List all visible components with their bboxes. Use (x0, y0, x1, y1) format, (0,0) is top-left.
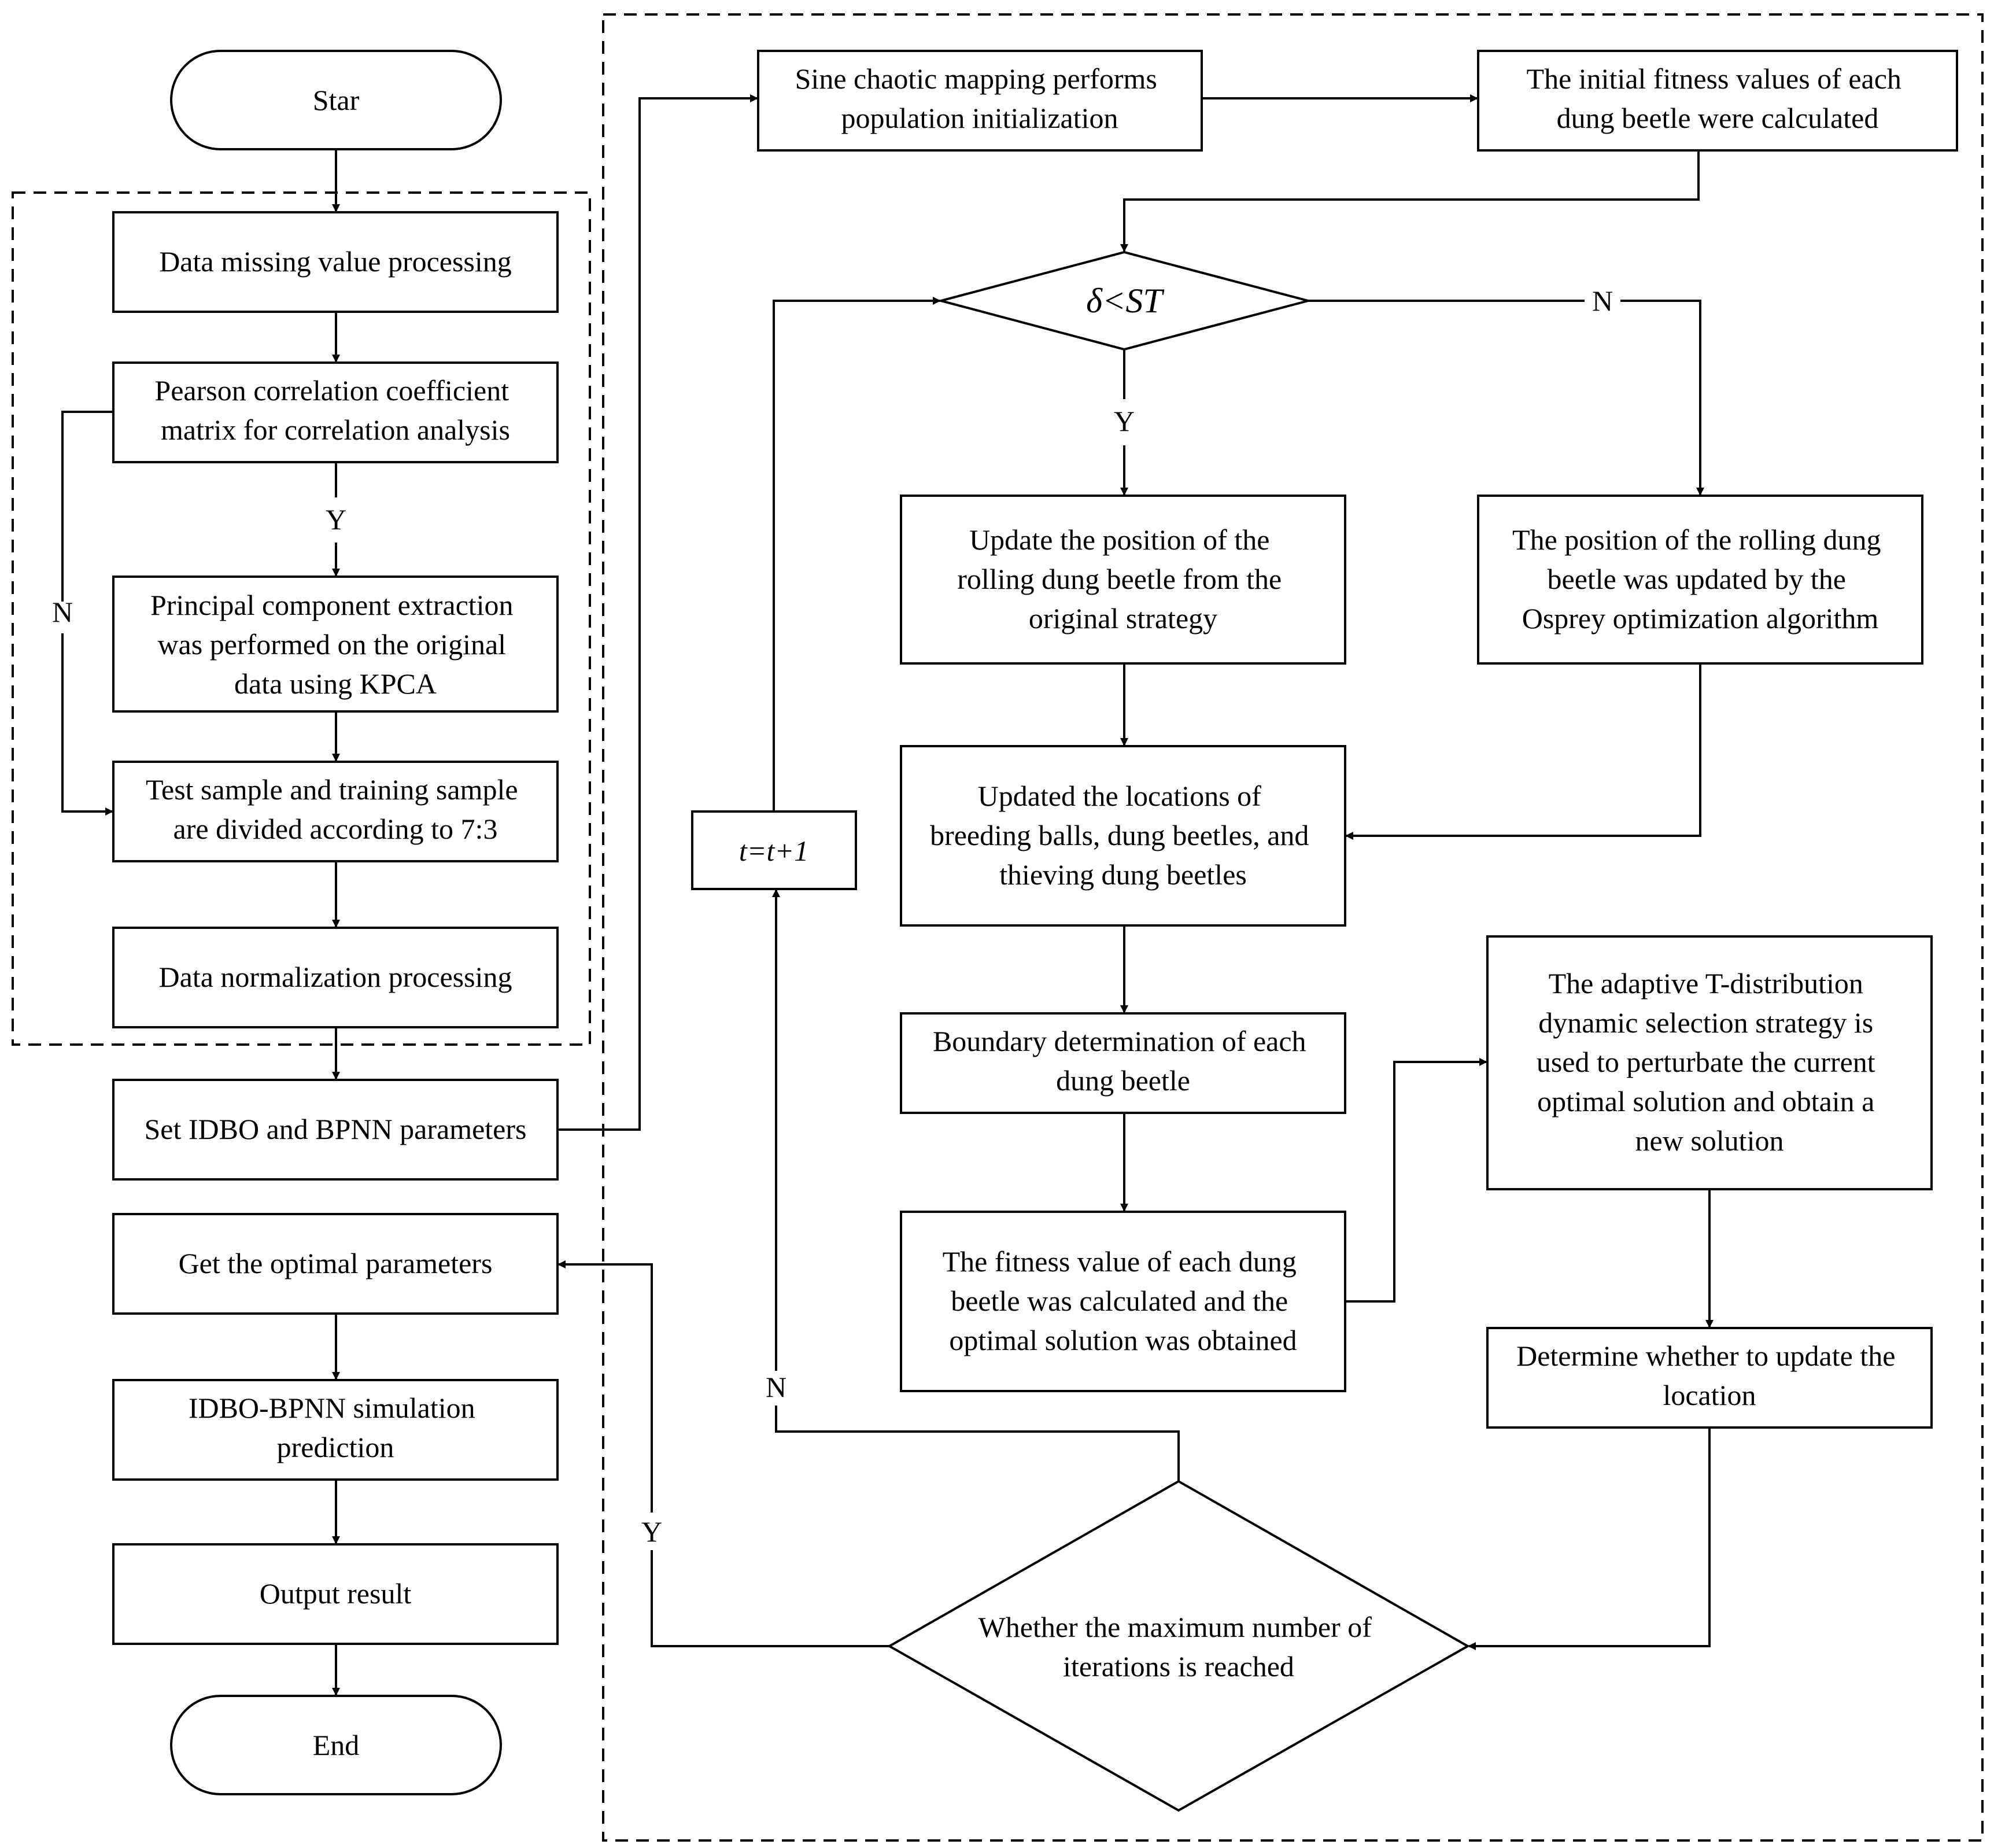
arrow-determine-to-max (1468, 1428, 1711, 1650)
decision-max-iterations-text: Whether the maximum number of iterations… (978, 1611, 1379, 1683)
arrow-setparams-to-sine (557, 94, 758, 1131)
preprocessing-group-frame (12, 191, 591, 1046)
output-result-box (112, 1543, 559, 1645)
idbo-optimization-group-frame (602, 13, 1984, 1842)
sine-init-box (757, 50, 1203, 152)
t-distribution-box (1486, 935, 1933, 1190)
arrow-pearson-no-branch (61, 411, 113, 602)
counter-text: t=t+1 (739, 835, 808, 867)
decision-max-iterations (887, 1480, 1471, 1812)
missing-value-box (112, 211, 559, 313)
prediction-text: IDBO-BPNN simulation prediction (189, 1392, 482, 1463)
decision-delta-st-text: δ<ST (1086, 282, 1164, 320)
max-no-label: N (766, 1371, 786, 1403)
boundary-box (900, 1012, 1346, 1114)
arrow-initfit-to-decision (1120, 150, 1700, 252)
start-label: Star (313, 84, 360, 116)
t-distribution-text: The adaptive T-distribution dynamic sele… (1537, 967, 1882, 1157)
end-label: End (313, 1729, 360, 1761)
end-terminal (170, 1695, 502, 1795)
prediction-box (112, 1379, 559, 1481)
arrow-max-no-top (775, 1406, 1180, 1481)
initial-fitness-text: The initial fitness values of each dung … (1527, 62, 1909, 134)
arrow-counter-to-decision (773, 297, 941, 812)
kpca-box (112, 576, 559, 713)
optimal-parameters-text: Get the optimal parameters (179, 1247, 493, 1279)
counter-box (691, 810, 857, 890)
missing-value-text: Data missing value processing (159, 245, 512, 278)
update-osprey-text: The position of the rolling dung beetle … (1512, 523, 1888, 635)
decision-no-label: N (1592, 285, 1613, 317)
split-sample-text: Test sample and training sample are divi… (146, 773, 525, 845)
update-osprey-box (1477, 495, 1923, 665)
set-parameters-text: Set IDBO and BPNN parameters (145, 1113, 527, 1145)
arrow-max-yes-left (651, 1550, 889, 1647)
normalization-box (112, 927, 559, 1028)
update-locations-text: Updated the locations of breeding balls,… (930, 780, 1316, 891)
determine-update-box (1486, 1327, 1933, 1429)
pearson-no-label: N (52, 596, 73, 628)
pearson-text: Pearson correlation coefficient matrix f… (154, 374, 516, 446)
arrow-decision-no-to-osprey (1620, 300, 1704, 496)
decision-yes-label: Y (1114, 405, 1135, 437)
update-original-box (900, 495, 1346, 665)
arrow-osprey-to-locations (1345, 663, 1701, 840)
determine-update-text: Determine whether to update the location (1516, 1340, 1903, 1411)
fitness-optimal-box (900, 1211, 1346, 1392)
fitness-optimal-text: The fitness value of each dung beetle wa… (943, 1245, 1304, 1356)
max-yes-label: Y (641, 1515, 662, 1548)
split-sample-box (112, 761, 559, 862)
pearson-yes-label: Y (326, 503, 346, 536)
normalization-text: Data normalization processing (159, 961, 512, 993)
arrow-pearson-no-to-split (61, 633, 113, 816)
output-result-text: Output result (260, 1577, 412, 1610)
arrow-fitness-to-tdist (1345, 1058, 1487, 1303)
initial-fitness-box (1477, 50, 1958, 152)
sine-init-text: Sine chaotic mapping performs population… (795, 62, 1165, 134)
kpca-text: Principal component extraction was perfo… (150, 589, 520, 700)
arrow-max-yes-to-optimal (557, 1260, 653, 1513)
update-original-text: Update the position of the rolling dung … (957, 523, 1288, 635)
update-locations-box (900, 745, 1346, 927)
boundary-text: Boundary determination of each dung beet… (933, 1025, 1313, 1097)
set-parameters-box (112, 1079, 559, 1181)
